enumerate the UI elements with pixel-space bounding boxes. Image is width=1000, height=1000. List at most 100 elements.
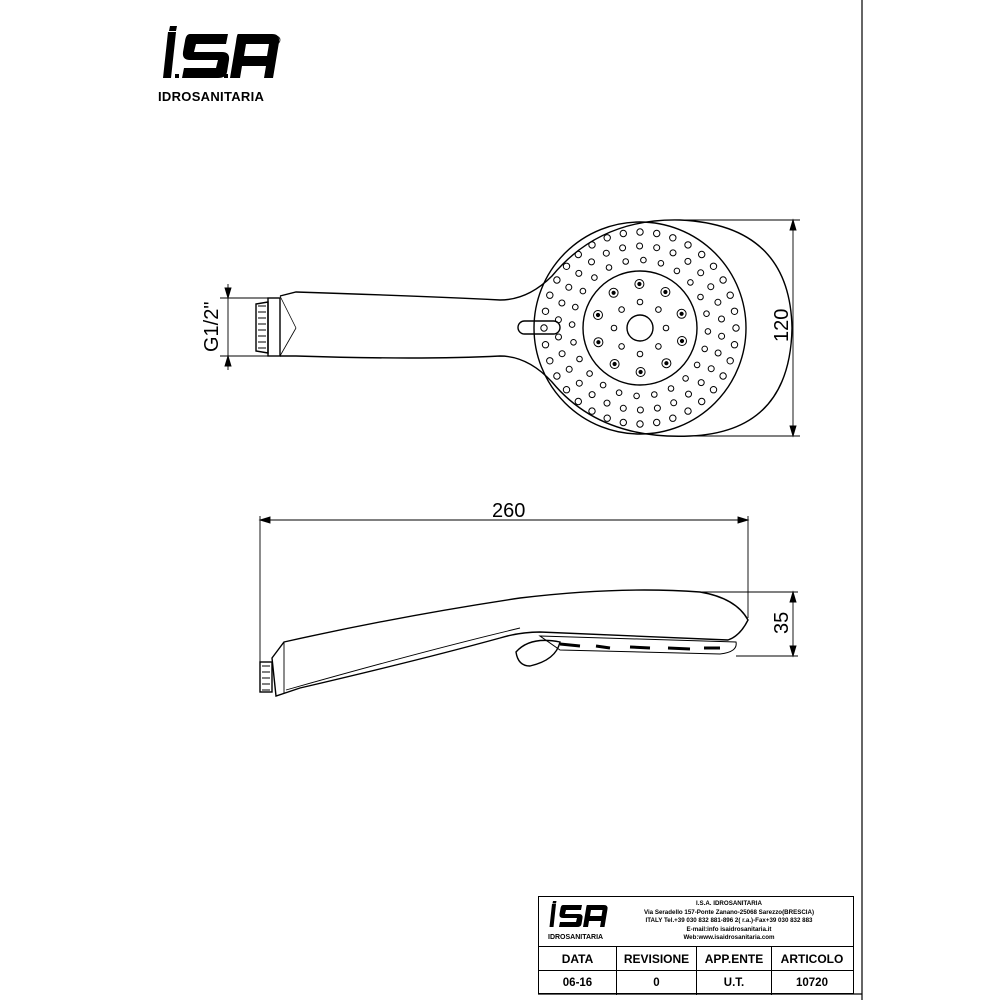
nozzle-dot <box>541 307 550 315</box>
length-dimension-label: 260 <box>492 500 525 522</box>
nozzle-dot <box>667 385 675 392</box>
nozzle-dot <box>636 228 644 236</box>
nozzle-dot <box>555 333 562 341</box>
nozzle-dot <box>685 390 692 398</box>
nozzle-dot <box>609 359 620 369</box>
nozzle-dot <box>657 260 665 267</box>
nozzle-dot <box>618 306 625 313</box>
value-revisione: 0 <box>617 971 697 995</box>
nozzle-dot <box>682 375 689 382</box>
nozzle-dot <box>698 397 706 406</box>
nozzle-dot <box>603 414 611 422</box>
nozzle-dot <box>586 370 593 377</box>
value-data: 06-16 <box>539 971 617 995</box>
front-dimensions <box>220 218 800 438</box>
nozzle-dot <box>726 291 734 299</box>
nozzle-dot <box>679 338 685 344</box>
nozzle-dot <box>638 369 643 375</box>
spray-face-outer <box>533 221 747 435</box>
nozzle-dot <box>718 315 725 323</box>
nozzle-dot <box>562 386 571 394</box>
nozzle-dot <box>732 324 740 332</box>
nozzle-dot <box>663 289 668 295</box>
side-view <box>259 589 749 697</box>
nozzle-dot <box>605 264 613 271</box>
nozzle-dot <box>673 267 681 275</box>
nozzle-dot <box>619 418 627 427</box>
nozzle-dot <box>603 399 611 407</box>
nozzle-dot <box>640 256 647 264</box>
nozzle-dot <box>698 250 706 259</box>
nozzle-dot <box>588 407 596 415</box>
nozzle-dot <box>636 406 644 414</box>
nozzle-dot <box>546 357 554 365</box>
nozzle-dot <box>664 361 669 366</box>
company-info: I.S.A. IDROSANITARIA Via Seradello 157-P… <box>609 900 849 943</box>
nozzle-dot <box>655 343 662 350</box>
email-line: E-mail:info isaidrosanitaria.it <box>686 925 772 933</box>
nozzle-dot <box>697 269 705 277</box>
nozzle-dot <box>568 321 576 328</box>
nozzle-dot <box>660 287 671 297</box>
nozzle-dot <box>574 250 582 259</box>
nozzle-dot <box>714 349 722 357</box>
title-block-logo: IDROSANITARIA <box>548 901 608 941</box>
logo-subtitle: IDROSANITARIA <box>158 89 265 104</box>
nozzle-dot <box>719 276 727 284</box>
value-app-ente: U.T. <box>697 971 772 995</box>
title-block-header: IDROSANITARIA I.S.A. IDROSANITARIA Via S… <box>539 897 853 947</box>
nozzle-dot <box>588 241 596 249</box>
nozzle-dot <box>718 332 726 340</box>
side-thread <box>259 661 273 693</box>
nozzle-dot <box>562 262 571 270</box>
nozzle-dot <box>655 306 662 313</box>
isa-logo: ® <box>163 26 281 78</box>
nozzle-dot <box>608 287 619 298</box>
nozzle-dot <box>697 293 704 301</box>
title-block: IDROSANITARIA I.S.A. IDROSANITARIA Via S… <box>538 896 854 995</box>
nozzle-dot <box>669 234 677 242</box>
nozzle-dot <box>540 324 548 332</box>
thread-nipple <box>255 301 269 354</box>
nozzle-dot <box>619 404 627 412</box>
nozzle-dot <box>636 350 644 358</box>
nozzle-dot <box>651 391 658 398</box>
nozzle-dot <box>636 298 644 306</box>
nozzle-dot <box>653 229 661 238</box>
nozzle-dot <box>591 274 598 281</box>
nozzle-dot <box>572 303 579 311</box>
nozzle-dot <box>599 381 607 389</box>
nozzle-dot <box>558 299 566 307</box>
title-block-headers: DATA REVISIONE APP.ENTE ARTICOLO <box>539 947 853 971</box>
nozzle-dot <box>574 397 582 406</box>
thickness-dimension-label: 35 <box>771 612 793 634</box>
nozzle-dot <box>697 379 705 387</box>
company-name: I.S.A. IDROSANITARIA <box>696 900 762 907</box>
nozzle-dot <box>719 372 727 380</box>
nozzle-dot <box>610 324 618 332</box>
nozzle-dot <box>618 343 625 350</box>
nozzle-dot <box>701 345 709 353</box>
header-revisione: REVISIONE <box>617 947 697 970</box>
spray-center <box>626 314 654 342</box>
nozzle-dot <box>565 283 573 291</box>
nozzle-dot <box>676 308 687 319</box>
nozzle-dot <box>634 279 645 289</box>
nozzle-dot <box>653 418 661 427</box>
nozzle-dot <box>546 291 554 299</box>
nozzle-dot <box>635 367 646 377</box>
nozzle-dot <box>575 269 583 277</box>
nozzle-dot <box>709 262 718 270</box>
head-diameter-label: 120 <box>771 309 793 342</box>
handle-outline <box>279 219 793 437</box>
front-view <box>255 219 793 437</box>
nozzle-dot <box>679 311 684 316</box>
header-articolo: ARTICOLO <box>780 951 844 966</box>
value-articolo: 10720 <box>796 977 828 989</box>
nozzle-dot <box>615 389 623 397</box>
nozzle-dot <box>730 307 739 315</box>
svg-text:IDROSANITARIA: IDROSANITARIA <box>548 934 603 941</box>
nozzle-dot <box>714 298 722 306</box>
nozzle-dot <box>619 229 627 238</box>
